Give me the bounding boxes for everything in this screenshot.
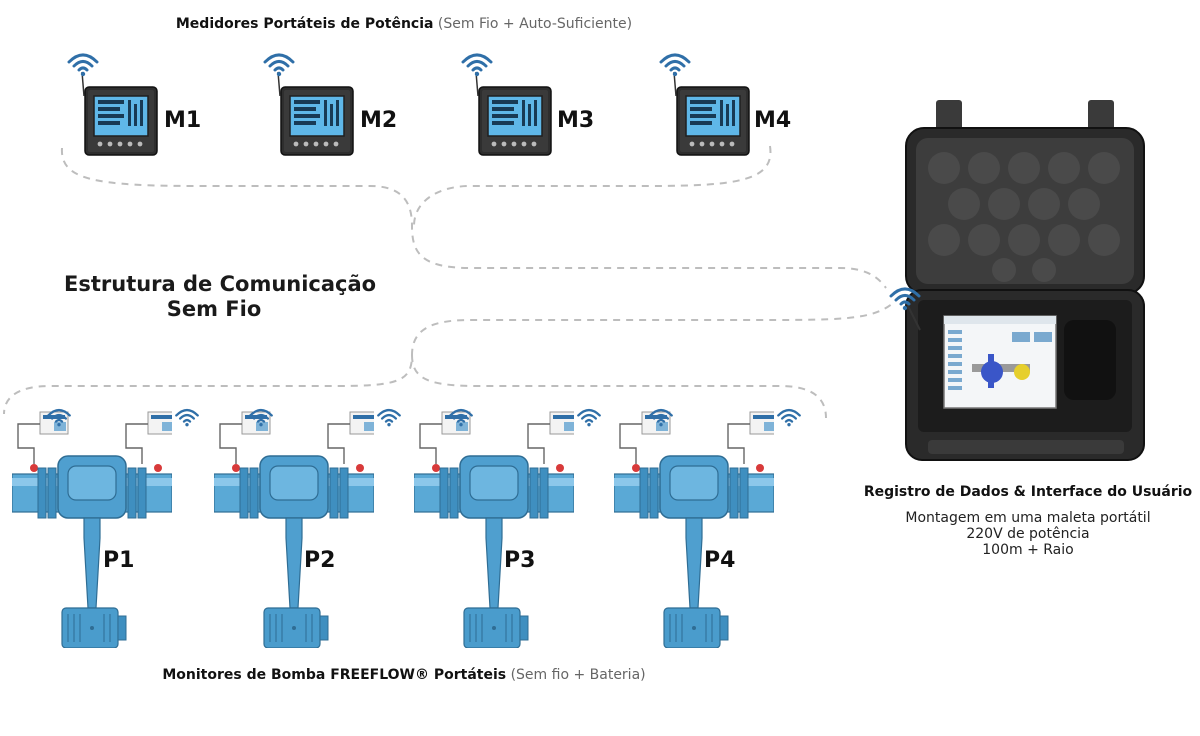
pump-icon (214, 411, 374, 648)
pump-icon (414, 411, 574, 648)
pump-icon (614, 411, 774, 648)
wifi-icon (175, 408, 199, 428)
wifi-icon (377, 408, 401, 428)
meter-label-m3: M3 (557, 108, 595, 133)
meters-title-light: (Sem Fio + Auto-Suficiente) (437, 16, 633, 32)
wifi-icon (461, 53, 493, 78)
wifi-icon (263, 53, 295, 78)
communication-title-line1: Estrutura de Comunicação (64, 272, 377, 296)
wifi-icon (777, 408, 801, 428)
pumps-title-bold: Monitores de Bomba FREEFLOW® Portáteis (162, 667, 507, 683)
meter-label-m2: M2 (360, 108, 398, 133)
logger-title: Registro de Dados & Interface do Usuário (863, 484, 1193, 500)
pumps-title: Monitores de Bomba FREEFLOW® Portáteis (… (0, 667, 808, 683)
power-meter-icon (676, 86, 750, 156)
pump-label-p4: P4 (704, 548, 736, 573)
wifi-icon (577, 408, 601, 428)
power-meter-icon (478, 86, 552, 156)
communication-title: Estrutura de Comunicação Sem Fio (64, 272, 377, 322)
communication-title-line2: Sem Fio (166, 297, 262, 321)
wifi-icon (67, 53, 99, 78)
meter-label-m4: M4 (754, 108, 792, 133)
meter-label-m1: M1 (164, 108, 202, 133)
pumps-title-light: (Sem fio + Bateria) (510, 667, 646, 683)
logger-detail-power: 220V de potência (966, 526, 1090, 542)
pump-label-p3: P3 (504, 548, 536, 573)
wifi-icon (659, 53, 691, 78)
power-meter-icon (84, 86, 158, 156)
meters-title: Medidores Portáteis de Potência (Sem Fio… (0, 16, 808, 32)
touchscreen-icon (943, 315, 1057, 409)
meters-title-bold: Medidores Portáteis de Potência (175, 16, 434, 32)
pump-icon (12, 411, 172, 648)
logger-detail-range: 100m + Raio (982, 542, 1074, 558)
pump-group (12, 408, 801, 648)
logger-detail-case: Montagem em uma maleta portátil (905, 510, 1151, 526)
pump-label-p2: P2 (304, 548, 336, 573)
power-meter-group (67, 53, 750, 156)
pump-label-p1: P1 (103, 548, 135, 573)
wireless-links (3, 145, 901, 419)
power-meter-icon (280, 86, 354, 156)
